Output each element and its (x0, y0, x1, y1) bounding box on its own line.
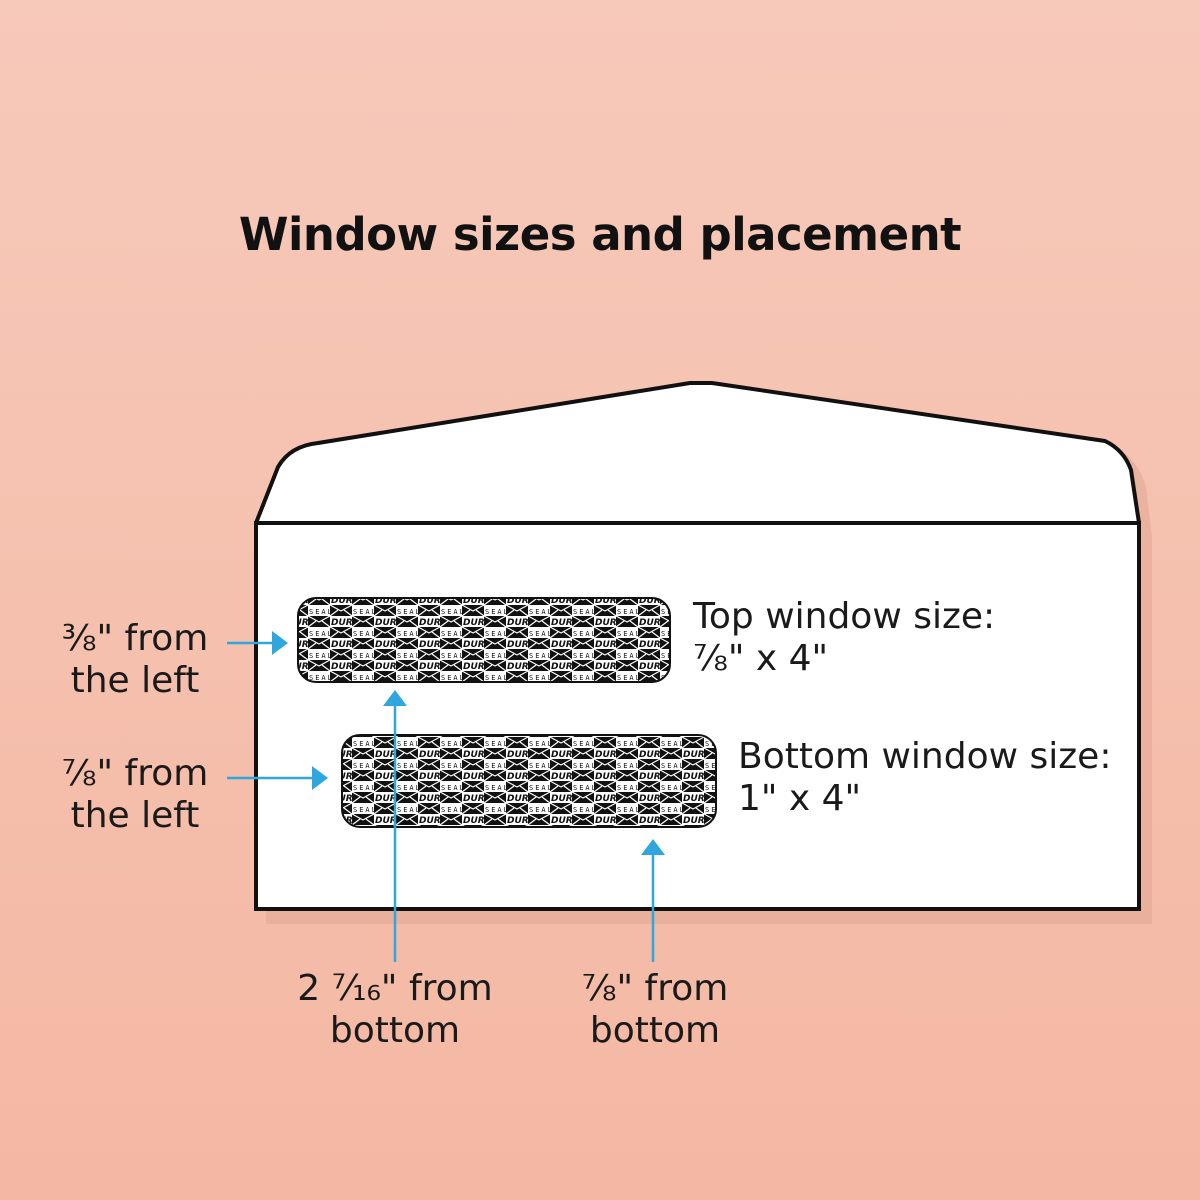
label-line: ⅞" x 4" (693, 638, 829, 679)
label-line: ⅞" from (61, 753, 209, 794)
label-bottom-window-from-left: ⅞" from the left (30, 753, 240, 837)
label-top-window-size: Top window size: ⅞" x 4" (693, 596, 995, 680)
top-window (297, 597, 671, 683)
label-line: bottom (589, 1010, 721, 1051)
arrow-bottom-from-bottom (641, 839, 665, 962)
label-line: Top window size: (693, 596, 996, 637)
label-bottom-window-from-bottom: ⅞" from bottom (530, 968, 780, 1052)
label-bottom-window-size: Bottom window size: 1" x 4" (738, 736, 1111, 820)
label-top-window-from-bottom: 2 ⁷⁄₁₆" from bottom (270, 968, 520, 1052)
arrow-top-from-bottom (383, 690, 407, 962)
arrow-top-left (227, 631, 288, 655)
label-line: ⅜" from (61, 618, 209, 659)
label-line: 1" x 4" (738, 778, 862, 819)
label-top-window-from-left: ⅜" from the left (30, 618, 240, 702)
label-line: ⅞" from (581, 968, 729, 1009)
page-title: Window sizes and placement (238, 208, 962, 261)
envelope-flap (254, 381, 1141, 525)
arrow-bottom-left (227, 766, 328, 790)
label-line: bottom (329, 1010, 461, 1051)
label-line: 2 ⁷⁄₁₆" from (297, 968, 493, 1009)
label-line: the left (70, 660, 200, 701)
label-line: Bottom window size: (738, 736, 1112, 777)
bottom-window (341, 734, 717, 828)
label-line: the left (70, 795, 200, 836)
envelope-body (254, 521, 1141, 911)
